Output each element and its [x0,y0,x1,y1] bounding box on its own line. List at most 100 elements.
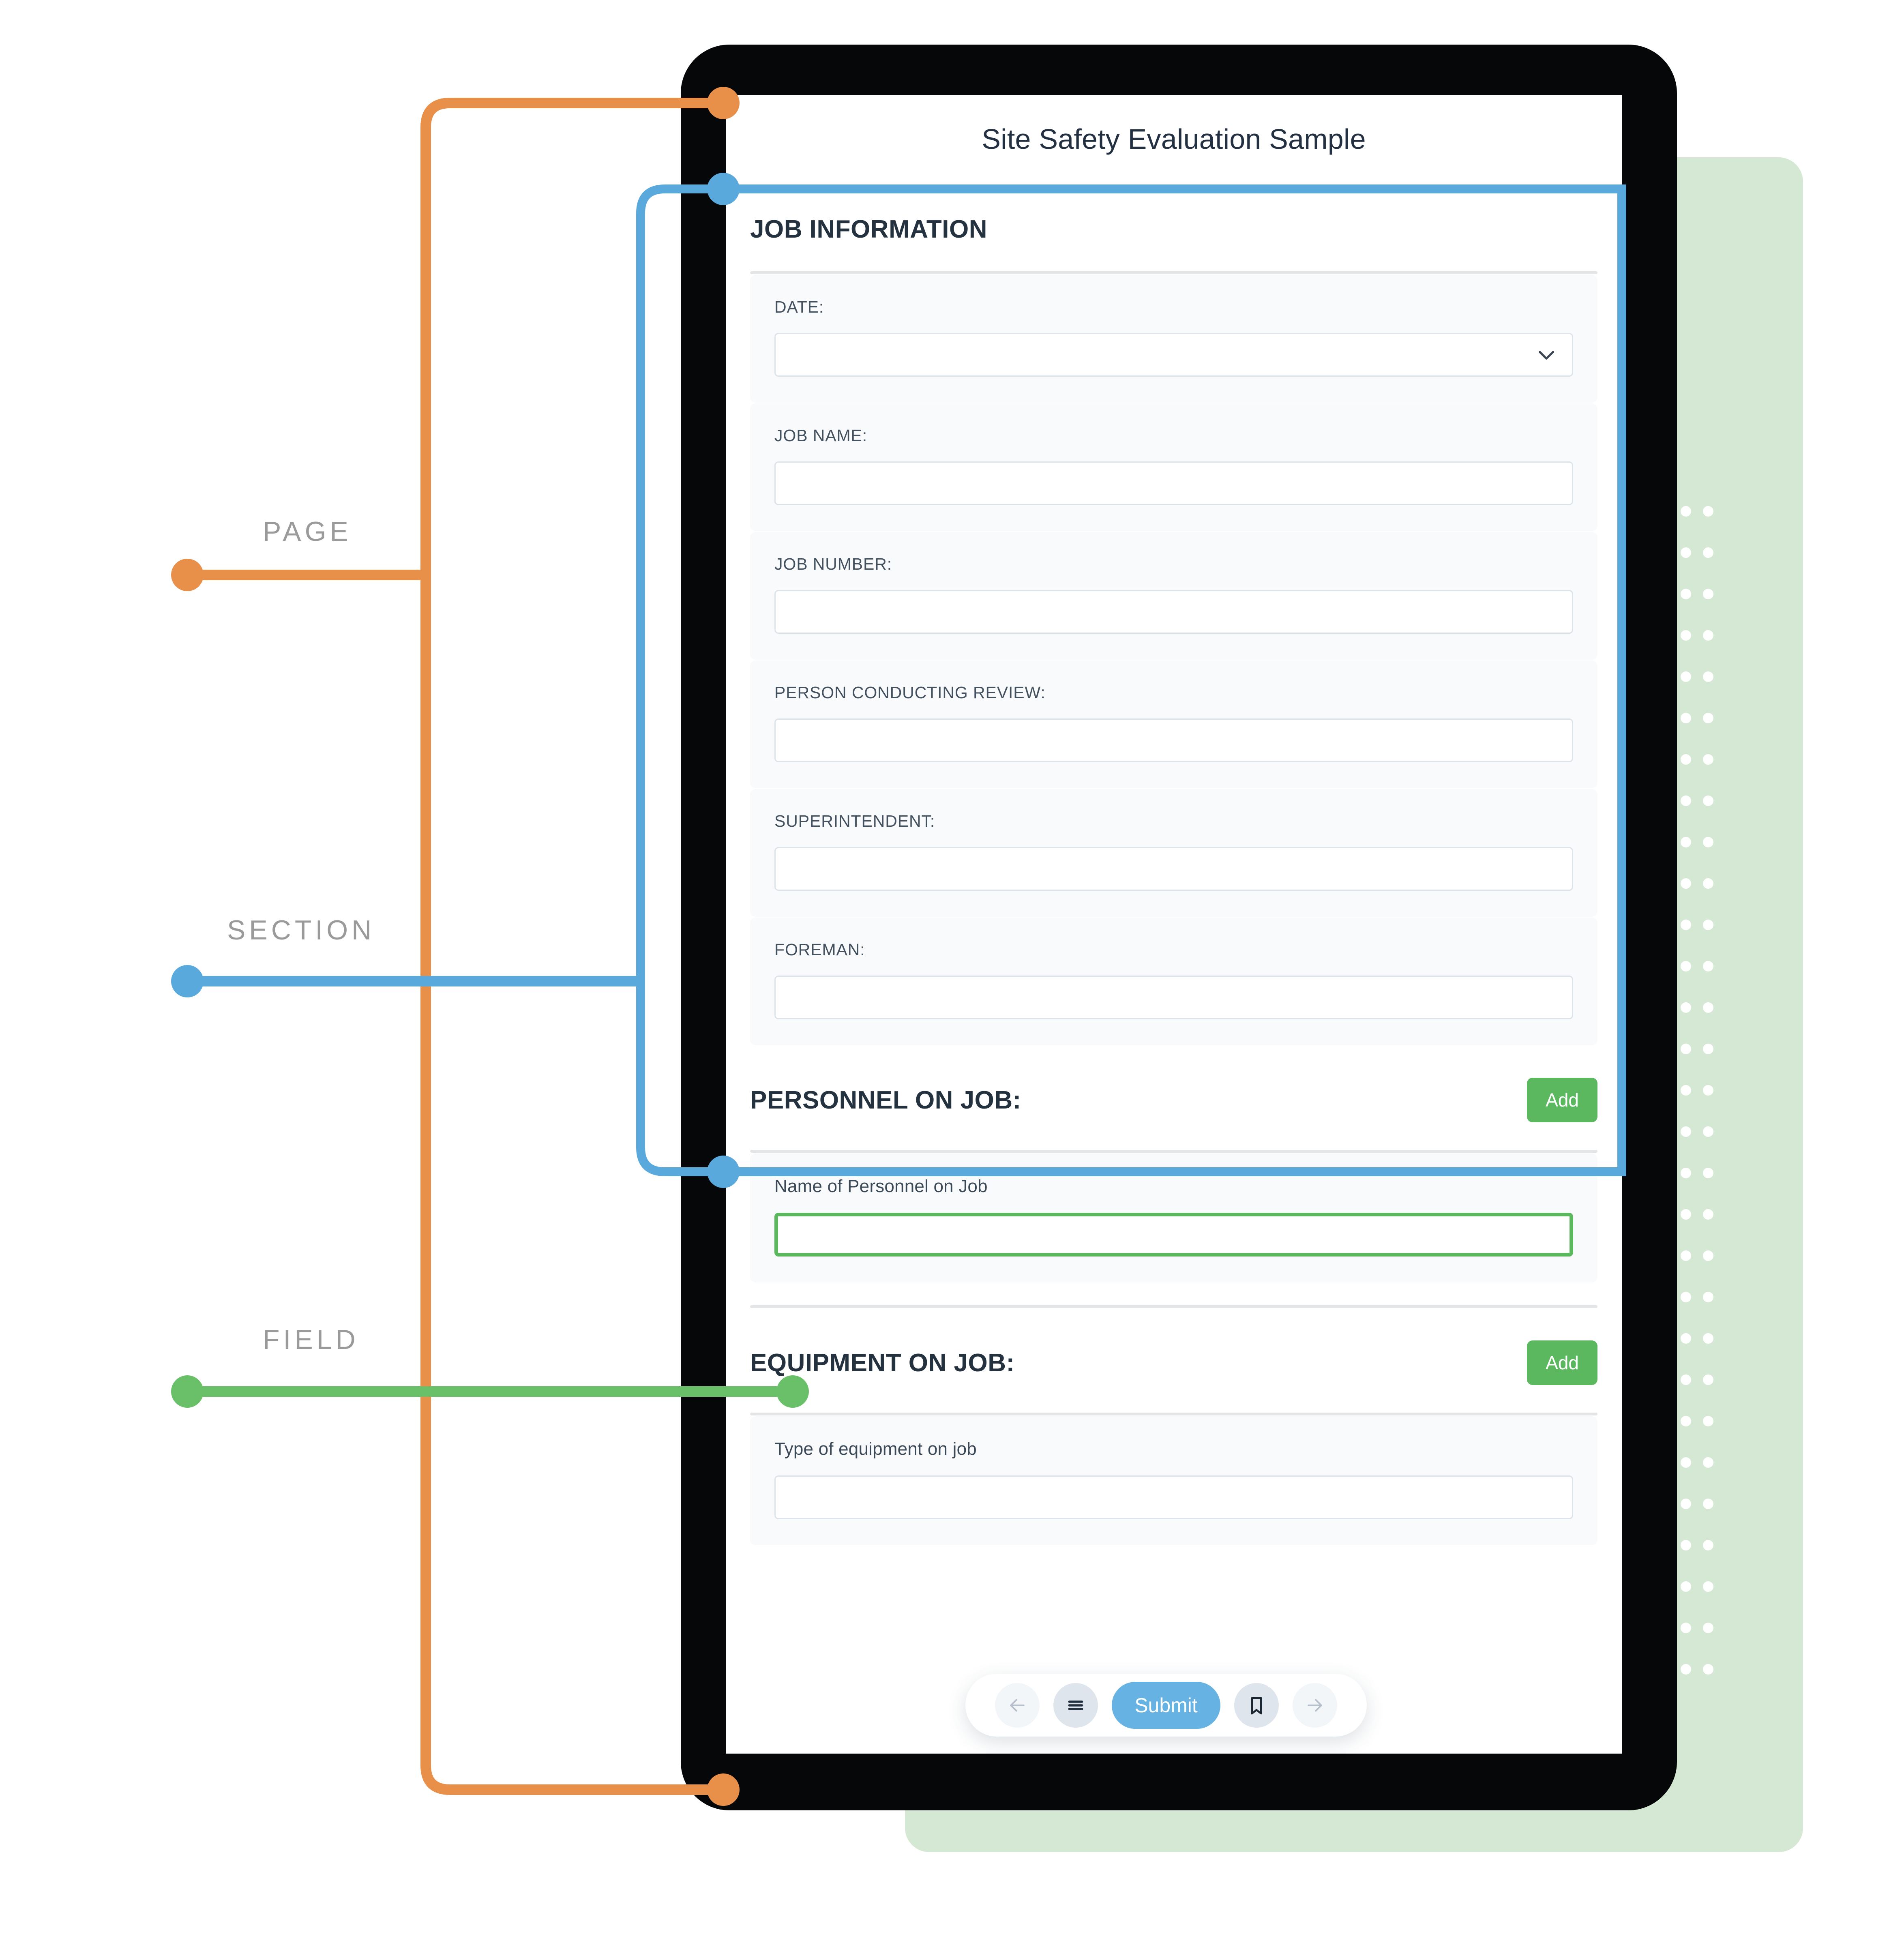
superintendent-input[interactable] [774,847,1573,891]
decorative-dot [1680,1540,1691,1550]
forward-button[interactable] [1292,1683,1337,1728]
field-row-name-of-personnel: Name of Personnel on Job [750,1154,1597,1282]
decorative-dot [1702,671,1713,682]
field-row-date: DATE: [750,275,1597,403]
decorative-dot [1680,1250,1691,1261]
decorative-dot [1702,1126,1713,1137]
section-header-equipment: EQUIPMENT ON JOB: Add [750,1308,1597,1385]
field-row-superintendent: SUPERINTENDENT: [750,789,1597,917]
decorative-dot [1702,837,1713,847]
divider [750,271,1597,274]
decorative-dot [1702,1664,1713,1675]
annotation-label-field: FIELD [263,1324,359,1355]
decorative-dot [1680,1333,1691,1344]
app-body: JOB INFORMATION DATE: JOB NAME: JOB NUMB… [726,182,1622,1545]
section-heading-job-information: JOB INFORMATION [750,215,987,243]
decorative-dot [1680,754,1691,765]
decorative-dot [1680,1623,1691,1633]
date-select[interactable] [774,333,1573,377]
decorative-dot [1680,961,1691,971]
field-row-foreman: FOREMAN: [750,918,1597,1045]
decorative-dot [1680,796,1691,806]
field-endpoint-dot [171,1375,204,1408]
decorative-dot [1702,630,1713,641]
section-heading-equipment-on-job: EQUIPMENT ON JOB: [750,1349,1015,1377]
app-screen: Site Safety Evaluation Sample JOB INFORM… [726,95,1622,1754]
decorative-dot [1702,754,1713,765]
arrow-left-icon [1010,1698,1025,1712]
decorative-dot [1702,547,1713,558]
decorative-dot [1702,1457,1713,1468]
decorative-dot [1680,506,1691,517]
decorative-dot [1680,1416,1691,1426]
add-equipment-button[interactable]: Add [1527,1340,1597,1385]
decorative-dot [1680,1292,1691,1302]
decorative-dot [1702,1209,1713,1220]
decorative-dot [1680,1499,1691,1509]
bookmark-button[interactable] [1234,1683,1279,1728]
decorative-dot [1680,1581,1691,1592]
decorative-dot [1702,713,1713,723]
person-conducting-review-input[interactable] [774,718,1573,762]
decorative-dot [1702,1044,1713,1054]
decorative-dot [1680,713,1691,723]
section-endpoint-dot [171,965,204,997]
job-name-input[interactable] [774,461,1573,505]
annotation-label-section: SECTION [227,915,375,946]
decorative-dot [1680,837,1691,847]
decorative-dot [1680,1044,1691,1054]
decorative-dot [1680,1085,1691,1096]
decorative-dot [1702,1292,1713,1302]
decorative-dot [1702,506,1713,517]
decorative-dot [1702,1540,1713,1550]
field-label-type-of-equipment: Type of equipment on job [774,1439,977,1459]
foreman-input[interactable] [774,976,1573,1019]
decorative-dot [1680,547,1691,558]
type-of-equipment-input[interactable] [774,1475,1573,1519]
section-equipment-on-job: EQUIPMENT ON JOB: Add Type of equipment … [726,1308,1622,1545]
section-personnel-on-job: PERSONNEL ON JOB: Add Name of Personnel … [726,1045,1622,1308]
decorative-dot [1680,1374,1691,1385]
decorative-dot [1680,1664,1691,1675]
field-label-person-conducting-review: PERSON CONDUCTING REVIEW: [774,683,1046,702]
back-button[interactable] [995,1683,1040,1728]
bottom-toolbar: Submit [965,1674,1367,1737]
section-job-information: JOB INFORMATION DATE: JOB NAME: JOB NUMB… [726,182,1622,1045]
field-label-job-name: JOB NAME: [774,426,868,445]
menu-button[interactable] [1053,1683,1098,1728]
section-header-personnel: PERSONNEL ON JOB: Add [750,1045,1597,1122]
decorative-dot [1702,1250,1713,1261]
page-title: Site Safety Evaluation Sample [982,123,1366,155]
field-row-job-name: JOB NAME: [750,403,1597,531]
divider [750,1305,1597,1308]
add-personnel-button[interactable]: Add [1527,1078,1597,1122]
divider [750,1413,1597,1415]
field-label-job-number: JOB NUMBER: [774,555,892,573]
decorative-dot [1702,1085,1713,1096]
field-row-type-of-equipment: Type of equipment on job [750,1416,1597,1545]
decorative-dot [1680,671,1691,682]
submit-button[interactable]: Submit [1112,1681,1220,1729]
decorative-dot [1702,878,1713,889]
divider [750,1150,1597,1153]
field-row-person-conducting-review: PERSON CONDUCTING REVIEW: [750,660,1597,788]
decorative-dot [1702,1581,1713,1592]
decorative-dot [1680,589,1691,599]
arrow-right-icon [1308,1698,1322,1712]
job-number-input[interactable] [774,590,1573,634]
decorative-dot [1680,1002,1691,1013]
decorative-dot [1680,920,1691,930]
decorative-dot [1702,1499,1713,1509]
name-of-personnel-input[interactable] [774,1213,1573,1257]
decorative-dot [1702,589,1713,599]
bookmark-icon [1251,1697,1262,1714]
annotation-label-page: PAGE [263,516,352,547]
decorative-dot [1680,1209,1691,1220]
decorative-dot [1702,796,1713,806]
field-row-job-number: JOB NUMBER: [750,532,1597,660]
section-heading-personnel-on-job: PERSONNEL ON JOB: [750,1086,1021,1114]
page-endpoint-dot [171,559,204,591]
date-select-wrap [774,333,1573,377]
field-label-foreman: FOREMAN: [774,940,865,959]
decorative-dot [1702,1333,1713,1344]
